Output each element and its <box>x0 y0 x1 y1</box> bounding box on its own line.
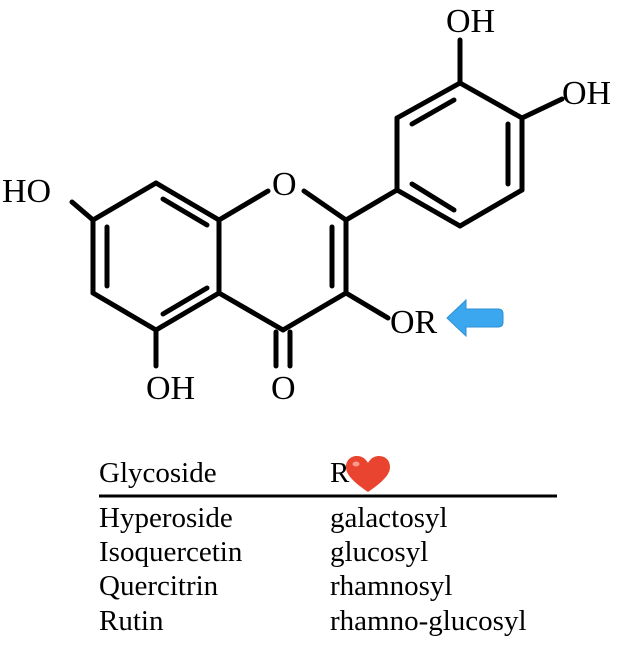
table-row: Rutin rhamno-glucosyl <box>99 605 527 637</box>
table-row: Quercitrin rhamnosyl <box>99 570 452 602</box>
ring-oxygen-label: O <box>272 166 297 203</box>
row-r-value: glucosyl <box>330 536 428 568</box>
row-glycoside-name: Rutin <box>99 605 164 637</box>
row-glycoside-name: Hyperoside <box>99 502 233 534</box>
or-group-label: OR <box>390 304 438 341</box>
header-r: R <box>330 457 350 489</box>
row-glycoside-name: Quercitrin <box>99 570 219 602</box>
ring-c <box>216 188 349 333</box>
table-row: Isoquercetin glucosyl <box>99 536 428 568</box>
table-body: Hyperoside galactosyl Isoquercetin gluco… <box>99 502 527 637</box>
ho-label-left: HO <box>2 173 51 210</box>
ring-a <box>90 180 222 333</box>
carbonyl-oxygen-label: O <box>271 370 296 407</box>
substituent-bonds <box>69 187 400 369</box>
header-glycoside: Glycoside <box>99 457 217 489</box>
row-r-value: galactosyl <box>330 502 448 534</box>
ring-b <box>394 37 565 229</box>
row-r-value: rhamno-glucosyl <box>330 605 527 637</box>
oh-label-bottom: OH <box>146 370 195 407</box>
row-r-value: rhamnosyl <box>330 570 452 602</box>
glycoside-table: Glycoside R Hyperoside galactosyl Isoque… <box>99 456 557 637</box>
heart-icon <box>346 456 390 492</box>
oh-label-right: OH <box>562 75 611 112</box>
table-row: Hyperoside galactosyl <box>99 502 448 534</box>
molecule-structure: OH OH HO O OH O OR <box>2 3 611 407</box>
oh-label-top: OH <box>446 3 495 40</box>
row-glycoside-name: Isoquercetin <box>99 536 243 568</box>
carbonyl-bond <box>273 329 293 369</box>
arrow-left-icon <box>446 298 504 338</box>
